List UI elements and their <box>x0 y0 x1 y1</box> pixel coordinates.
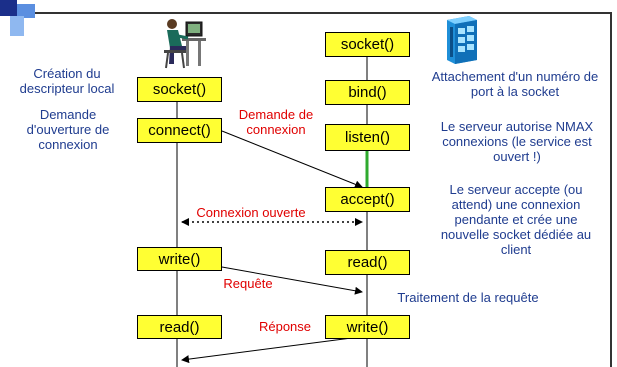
server-accept-box: accept() <box>325 187 410 212</box>
server-listen-label: Le serveur autorise NMAX connexions (le … <box>440 119 594 164</box>
client-socket-box: socket() <box>137 77 222 102</box>
server-bind-box: bind() <box>325 80 410 105</box>
client-open-request-label: Demande d'ouverture de connexion <box>26 107 110 152</box>
server-accept-label: Le serveur accepte (ou attend) une conne… <box>440 182 592 257</box>
server-socket-box: socket() <box>325 32 410 57</box>
client-creation-label: Création du descripteur local <box>19 66 115 96</box>
server-listen-box: listen() <box>325 124 410 151</box>
connect-request-arrow <box>221 130 363 189</box>
client-connect-box: connect() <box>137 118 222 143</box>
server-processing-label: Traitement de la requête <box>397 290 539 305</box>
frame-right-line <box>610 12 612 367</box>
slide-corner-decoration <box>0 0 17 16</box>
frame-top-line <box>35 12 611 14</box>
client-write-box: write() <box>137 247 222 271</box>
slide-corner-decoration <box>17 4 35 18</box>
response-label: Réponse <box>258 319 312 334</box>
response-arrow <box>181 335 368 364</box>
server-bind-label: Attachement d'un numéro de port à la soc… <box>431 69 599 99</box>
server-read-box: read() <box>325 250 410 275</box>
connection-open-label: Connexion ouverte <box>196 205 306 220</box>
person-at-computer-icon <box>164 19 206 69</box>
request-label: Requête <box>223 276 273 291</box>
server-tower-icon <box>447 16 477 64</box>
server-write-box: write() <box>325 315 410 339</box>
connect-request-label: Demande de connexion <box>238 107 314 137</box>
slide-corner-decoration <box>10 16 24 36</box>
client-read-box: read() <box>137 315 222 339</box>
request-arrow <box>221 266 363 295</box>
